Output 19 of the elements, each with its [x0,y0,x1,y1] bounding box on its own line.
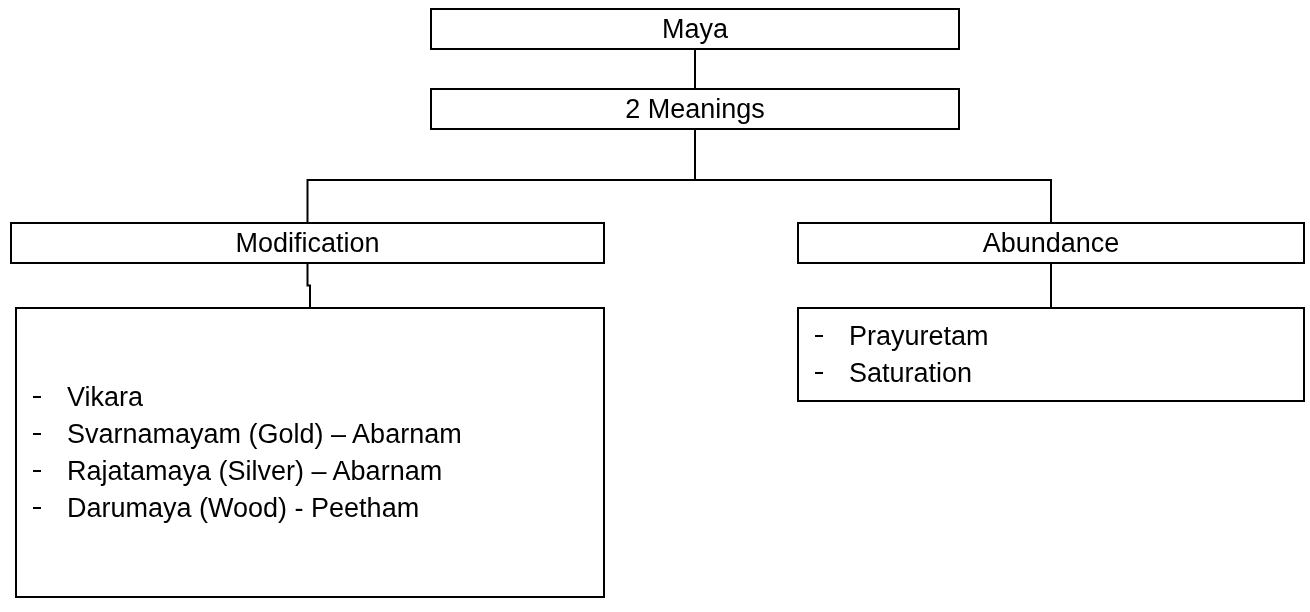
connector-line [306,263,311,308]
list-item: Vikara [67,380,144,414]
list-item: Saturation [849,356,973,390]
box-label: Abundance [982,226,1120,260]
box-label: 2 Meanings [625,92,765,126]
list-item: Rajatamaya (Silver) – Abarnam [67,454,443,488]
tree-box [797,222,1305,264]
tree-box [430,8,960,50]
tree-box [10,222,605,264]
box-label: Maya [662,12,728,46]
list-item: Darumaya (Wood) - Peetham [67,491,420,525]
tree-box [430,88,960,130]
list-item: Prayuretam [849,319,989,353]
box-label: Modification [235,226,380,260]
list-box [797,307,1305,402]
list-item: Svarnamayam (Gold) – Abarnam [67,417,462,451]
connector-line [1050,263,1052,308]
list-box [15,307,605,598]
connector-line [694,49,696,89]
